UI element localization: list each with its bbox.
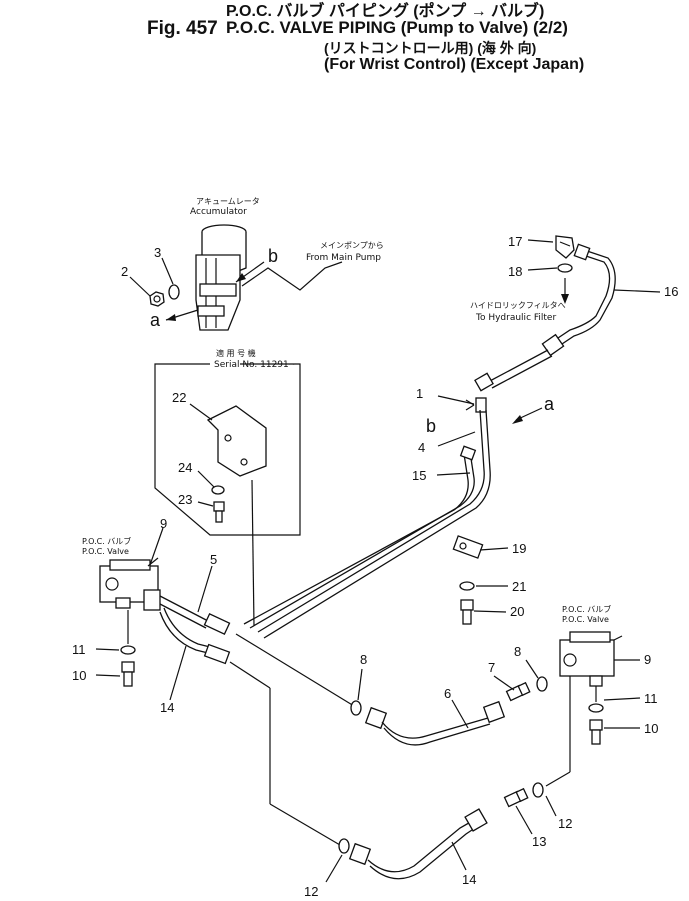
o-ring-part-18 [557,263,573,273]
elbow-fitting-part-17 [555,235,575,259]
caption-filter-en: To Hydraulic Filter [475,313,556,323]
hose-part-14-left [159,611,213,655]
bolt-part-23 [213,501,225,523]
label-part-5: 5 [210,552,217,567]
caption-serial-jp: 適 用 号 機 [216,348,256,358]
label-part-1: 1 [416,386,423,401]
header-subtitle: (For Wrist Control) (Except Japan) [324,56,585,73]
label-part-8-right: 8 [514,644,521,659]
washer-part-21 [459,581,475,591]
o-ring-part-8-left [350,700,362,716]
bracket-part-22 [206,405,267,477]
label-a-top: a [150,310,161,330]
caption-filter-jp: ハイドロリックフィルタへ [470,301,566,310]
header-title: P.O.C. VALVE PIPING (Pump to Valve) (2/2… [226,18,568,37]
header-line-jp: P.O.C. バルブ パイピング (ポンプ → バルブ) [226,3,545,20]
accumulator [195,224,247,331]
label-part-22: 22 [172,390,186,405]
caption-accumulator-jp: アキュームレータ [196,197,260,206]
caption-serial-en: Serial No. 11291~ [214,360,296,370]
label-part-9-left: 9 [160,516,167,531]
label-part-12-bottom: 12 [304,884,318,899]
label-a-mid: a [544,394,555,414]
o-ring-part-12-bottom [338,838,350,854]
bolt-part-20 [460,599,474,625]
hose-part-14-bottom [348,808,488,880]
label-part-12-right: 12 [558,816,572,831]
label-part-9-right: 9 [644,652,651,667]
caption-poc-valve-right-jp: P.O.C. バルブ [562,604,611,614]
hose-part-16 [551,253,611,343]
caption-poc-valve-right-en: P.O.C. Valve [562,615,609,624]
label-part-6: 6 [444,686,451,701]
label-b-top: b [268,246,278,266]
label-part-18: 18 [508,264,522,279]
clamp-part-19 [452,535,484,559]
o-ring-part-8-right [536,676,548,692]
label-part-8-left: 8 [360,652,367,667]
label-part-16: 16 [664,284,678,299]
label-part-21: 21 [512,579,526,594]
washer-part-11-left [120,645,136,655]
washer-part-11-right [588,703,604,713]
label-part-24: 24 [178,460,192,475]
connector-part-13 [503,787,529,808]
label-part-3: 3 [154,245,161,260]
label-part-17: 17 [508,234,522,249]
caption-poc-valve-left-en: P.O.C. Valve [82,547,129,556]
hose-part-6 [364,700,506,746]
label-part-15: 15 [412,468,426,483]
label-part-14-bottom: 14 [462,872,476,887]
poc-valve-right [559,631,623,687]
washer-part-3 [168,284,180,300]
label-part-13: 13 [532,834,546,849]
o-ring-part-12-right [532,782,544,798]
label-part-14-left: 14 [160,700,174,715]
label-part-10-right: 10 [644,721,658,736]
label-part-20: 20 [510,604,524,619]
bolt-part-10-left [121,661,135,687]
nut-part-2 [149,291,165,307]
label-part-23: 23 [178,492,192,507]
label-part-2: 2 [121,264,128,279]
hose-fitting-part-5 [203,613,231,635]
caption-poc-valve-left-jp: P.O.C. バルブ [82,536,131,546]
bolt-part-10-right [589,719,603,745]
caption-accumulator-en: Accumulator [190,207,247,217]
label-part-7: 7 [488,660,495,675]
label-part-19: 19 [512,541,526,556]
washer-part-24 [211,485,225,495]
caption-main-pump-en: From Main Pump [306,253,381,263]
pipe-part-15 [249,451,475,629]
label-b-mid: b [426,416,436,436]
label-part-11-left: 11 [72,642,86,657]
header-line-jp-2: (リストコントロール用) (海 外 向) [324,40,537,56]
connector-part-7 [505,681,531,702]
caption-main-pump-jp: メインポンプから [320,241,384,250]
label-part-11-right: 11 [644,691,658,706]
figure-number: Fig. 457 [147,18,218,39]
label-part-10-left: 10 [72,668,86,683]
label-part-4: 4 [418,440,425,455]
poc-valve-left [99,557,161,611]
pipe-part-4 [257,409,485,633]
